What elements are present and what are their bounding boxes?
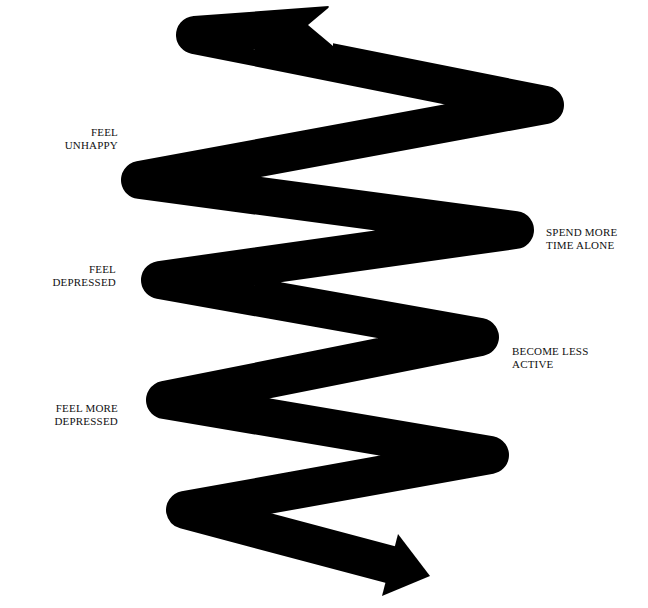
spiral-label: FEEL DEPRESSED: [36, 263, 116, 289]
spiral-label: FEEL MORE DEPRESSED: [36, 402, 118, 428]
spiral-label: FEEL UNHAPPY: [54, 126, 118, 152]
ribbon-arrowhead: [382, 534, 430, 596]
spiral-label: BECOME LESS ACTIVE: [512, 345, 608, 371]
spiral-label: SPEND MORE TIME ALONE: [546, 226, 630, 252]
ribbon-band: [140, 25, 545, 565]
ribbon-tail-notch: [308, 4, 333, 46]
